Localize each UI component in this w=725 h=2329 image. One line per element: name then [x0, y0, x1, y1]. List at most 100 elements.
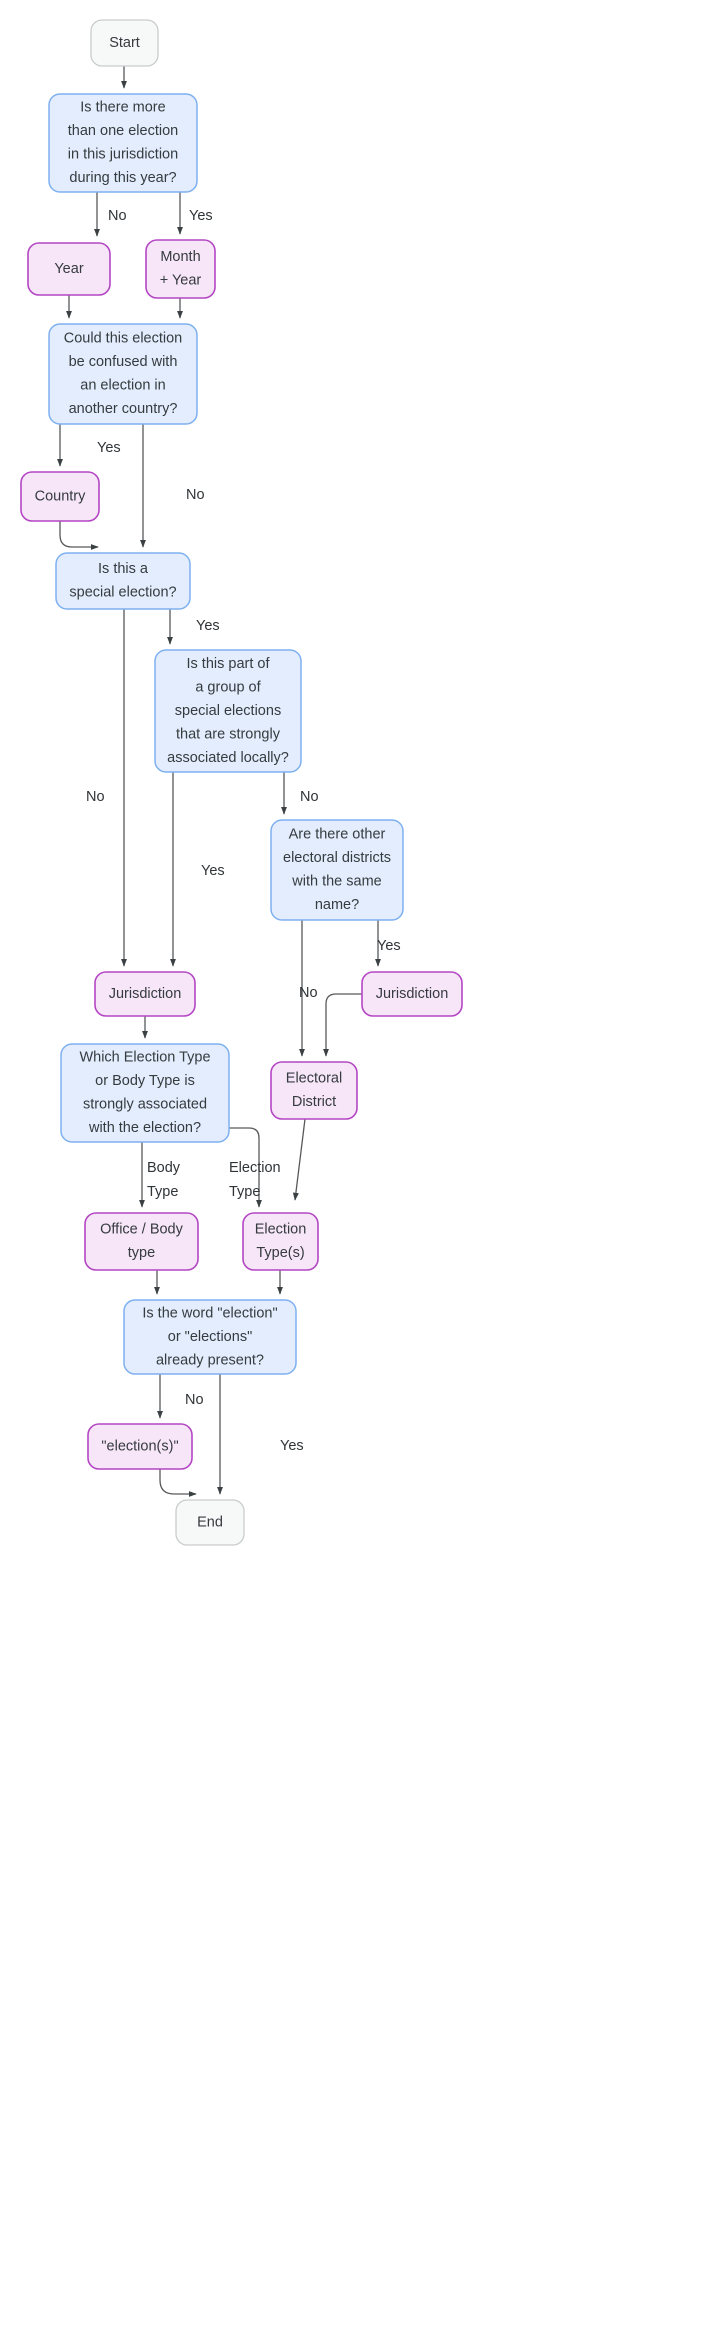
node-r-jurisdiction-right[interactable]: Jurisdiction — [361, 971, 463, 1017]
node-r-election-s[interactable]: "election(s)" — [87, 1423, 193, 1470]
edge-label-no-special-election: No — [86, 789, 105, 805]
node-label-q-confused-country-line2: be confused with — [69, 354, 178, 370]
node-label-r-office-body-type-line2: type — [128, 1245, 155, 1261]
node-label-q-group-special-line2: a group of — [195, 679, 261, 695]
node-label-r-electoral-district-line2: District — [292, 1094, 336, 1110]
node-shape-r-jurisdiction-left — [94, 971, 196, 1017]
node-label-q-which-type-line2: or Body Type is — [95, 1073, 195, 1089]
node-label-r-month-year-line2: + Year — [160, 273, 202, 289]
node-label-r-office-body-type-line1: Office / Body — [100, 1222, 183, 1238]
node-label-q-word-election-line1: Is the word "election" — [142, 1305, 277, 1321]
node-q-group-special[interactable]: Is this part of a group of special electio… — [154, 649, 302, 773]
node-label-q-other-districts-line1: Are there other — [289, 827, 386, 843]
node-label-q-which-type-line3: strongly associated — [83, 1097, 207, 1113]
node-shape-q-other-districts — [270, 819, 404, 921]
edge-label-no-group-special: No — [300, 789, 319, 805]
edge-label-yes-other-districts: Yes — [377, 938, 401, 954]
node-shape-q-more-than-one — [48, 93, 198, 193]
node-label-q-other-districts-line3: with the same — [291, 874, 381, 890]
edge-label-no-more-than-one: No — [108, 208, 127, 224]
node-shape-q-word-election — [123, 1299, 297, 1375]
node-shape-q-special-election — [55, 552, 191, 610]
node-label-q-group-special-line3: special elections — [175, 703, 281, 719]
node-shape-r-election-s — [87, 1423, 193, 1470]
node-label-end-line1: End — [197, 1514, 223, 1530]
node-label-q-confused-country-line1: Could this election — [64, 331, 183, 347]
edge-label-yes-special-election: Yes — [196, 618, 220, 634]
node-label-q-group-special-line5: associated locally? — [167, 750, 289, 766]
node-shape-r-jurisdiction-right — [361, 971, 463, 1017]
node-q-special-election[interactable]: Is this a special election? — [55, 552, 191, 610]
node-shape-end — [175, 1499, 245, 1546]
node-q-which-type[interactable]: Which Election Type or Body Type is strong… — [60, 1043, 230, 1143]
node-label-r-election-types-line1: Election — [255, 1222, 307, 1238]
node-label-q-more-than-one-line1: Is there more — [80, 100, 165, 116]
node-label-r-year-line1: Year — [54, 261, 83, 277]
node-layer: Start Is there more than one election in th… — [20, 19, 463, 1546]
edge-layer — [56, 66, 381, 1498]
node-label-q-which-type-line1: Which Election Type — [79, 1050, 210, 1066]
edge-label-yes-confused-country: Yes — [97, 440, 121, 456]
node-q-word-election[interactable]: Is the word "election" or "elections" alre… — [123, 1299, 297, 1375]
edge-q-which-type-to-election-types — [229, 1127, 262, 1208]
node-label-q-group-special-line4: that are strongly — [176, 726, 281, 742]
node-label-r-election-s-line1: "election(s)" — [101, 1438, 178, 1454]
edge-label-yes-more-than-one: Yes — [189, 208, 213, 224]
edge-label-body-type-line1: Body — [147, 1160, 181, 1176]
edge-jurisdiction-right-to-electoral-district — [322, 993, 362, 1057]
edge-label-layer: No Yes Yes No Yes No Yes No No Yes Body … — [86, 208, 401, 1454]
edge-label-no-confused-country: No — [186, 487, 205, 503]
node-end[interactable]: End — [175, 1499, 245, 1546]
node-r-country[interactable]: Country — [20, 471, 100, 522]
node-label-q-word-election-line3: already present? — [156, 1352, 264, 1368]
node-r-year[interactable]: Year — [27, 242, 111, 296]
node-label-q-special-election-line1: Is this a — [98, 561, 149, 577]
node-label-r-jurisdiction-left-line1: Jurisdiction — [109, 986, 182, 1002]
node-label-q-confused-country-line4: another country? — [69, 401, 178, 417]
node-label-r-electoral-district-line1: Electoral — [286, 1071, 342, 1087]
node-label-q-word-election-line2: or "elections" — [168, 1329, 252, 1345]
node-shape-r-year — [27, 242, 111, 296]
node-q-more-than-one[interactable]: Is there more than one election in this ju… — [48, 93, 198, 193]
node-label-r-jurisdiction-right-line1: Jurisdiction — [376, 986, 449, 1002]
node-label-r-month-year-line1: Month — [160, 249, 200, 265]
edge-label-no-word-election: No — [185, 1392, 204, 1408]
node-shape-r-country — [20, 471, 100, 522]
edge-label-election-type-line2: Type — [229, 1184, 260, 1200]
node-r-month-year[interactable]: Month + Year — [145, 239, 216, 299]
edge-label-body-type-line2: Type — [147, 1184, 178, 1200]
node-label-q-other-districts-line2: electoral districts — [283, 850, 391, 866]
node-r-office-body-type[interactable]: Office / Body type — [84, 1212, 199, 1271]
edge-label-yes-group-special: Yes — [201, 863, 225, 879]
node-label-q-other-districts-line4: name? — [315, 897, 359, 913]
node-shape-q-which-type — [60, 1043, 230, 1143]
node-start[interactable]: Start — [90, 19, 159, 67]
edge-electoral-district-to-election-types — [292, 1118, 306, 1201]
node-label-q-more-than-one-line3: in this jurisdiction — [68, 147, 178, 163]
edge-label-no-other-districts: No — [299, 985, 318, 1001]
node-label-q-group-special-line1: Is this part of — [186, 656, 270, 672]
node-shape-r-electoral-district — [270, 1061, 358, 1120]
node-r-jurisdiction-left[interactable]: Jurisdiction — [94, 971, 196, 1017]
node-label-q-which-type-line4: with the election? — [88, 1120, 201, 1136]
node-shape-q-group-special — [154, 649, 302, 773]
node-shape-r-election-types — [242, 1212, 319, 1271]
node-label-q-more-than-one-line4: during this year? — [69, 170, 176, 186]
node-q-other-districts[interactable]: Are there other electoral districts with t… — [270, 819, 404, 921]
node-label-q-special-election-line2: special election? — [69, 585, 176, 601]
edge-election-s-to-end — [159, 1469, 197, 1498]
edge-country-to-q-special — [59, 521, 99, 551]
node-shape-r-office-body-type — [84, 1212, 199, 1271]
node-shape-q-confused-country — [48, 323, 198, 425]
node-label-start-line1: Start — [109, 35, 140, 51]
edge-label-yes-word-election: Yes — [280, 1438, 304, 1454]
node-label-q-confused-country-line3: an election in — [80, 378, 165, 394]
node-shape-start — [90, 19, 159, 67]
node-label-q-more-than-one-line2: than one election — [68, 123, 178, 139]
node-q-confused-country[interactable]: Could this election be confused with an el… — [48, 323, 198, 425]
edge-label-election-type-line1: Election — [229, 1160, 281, 1176]
